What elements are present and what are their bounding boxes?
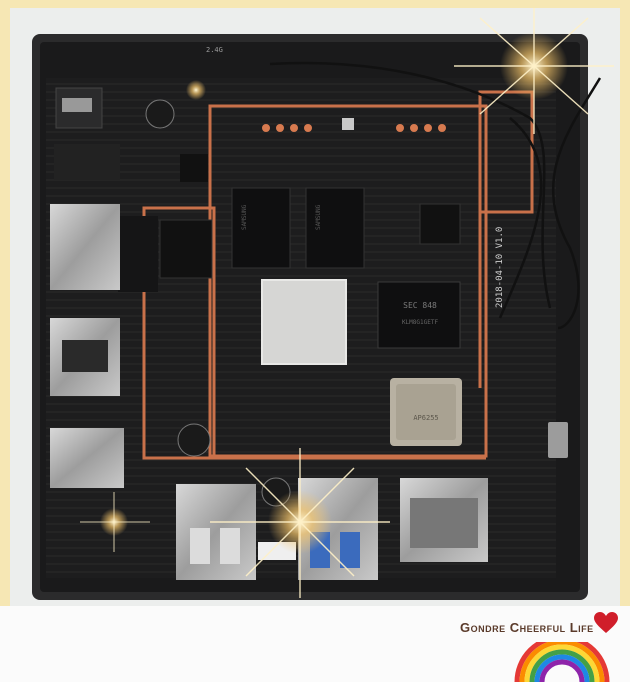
wifi-module: AP6255 — [390, 378, 462, 446]
crystal-oscillator — [548, 422, 568, 458]
soc-heatspreader — [262, 280, 346, 364]
heart-icon — [594, 612, 618, 633]
capacitor — [145, 99, 175, 129]
board-version-label: 2018-04-10 V1.0 — [495, 227, 505, 308]
photo: SAMSUNG SAMSUNG SEC 848 KLM8G1GETF AP625… — [10, 8, 620, 608]
svg-text:SEC 848: SEC 848 — [403, 301, 437, 310]
usb2-port — [176, 484, 256, 580]
svg-text:SAMSUNG: SAMSUNG — [315, 204, 322, 230]
ethernet-transformer — [159, 219, 213, 279]
pmic-chip — [419, 203, 461, 245]
capacitor — [177, 423, 211, 457]
rainbow-icon — [514, 642, 610, 682]
header-pads — [262, 118, 446, 132]
flash-chip: SEC 848 KLM8G1GETF — [377, 281, 461, 349]
ram-chips: SAMSUNG SAMSUNG — [231, 187, 365, 269]
antenna-cables — [269, 61, 602, 330]
svg-text:SAMSUNG: SAMSUNG — [241, 204, 248, 230]
ethernet-port — [50, 204, 120, 290]
svg-text:KLM8G1GETF: KLM8G1GETF — [402, 319, 439, 326]
barrel-power-jack — [54, 144, 120, 180]
ethernet-pins — [118, 216, 158, 292]
svg-text:AP6255: AP6255 — [413, 414, 438, 422]
bottom-ports — [176, 478, 488, 580]
watermark-text: Gondre Cheerful Life — [460, 620, 594, 635]
usb-controller-chip — [180, 154, 208, 182]
pcb-photo-illustration: SAMSUNG SAMSUNG SEC 848 KLM8G1GETF AP625… — [10, 8, 620, 608]
usb-c-port — [50, 428, 124, 488]
light-sparkles — [80, 8, 614, 598]
micro-usb-port — [62, 98, 92, 112]
antenna-label: 2.4G — [206, 46, 223, 54]
left-ports — [50, 87, 124, 488]
